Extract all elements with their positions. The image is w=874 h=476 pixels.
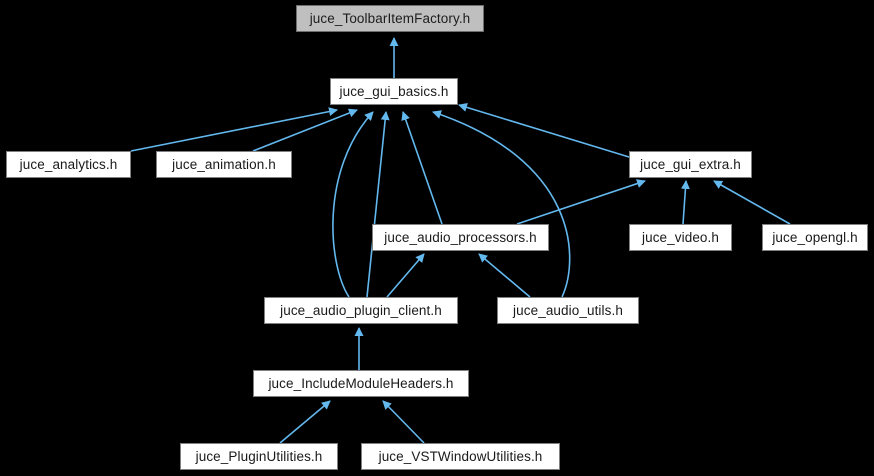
graph-node-gui_extra[interactable]: juce_gui_extra.h <box>629 151 752 178</box>
graph-edge <box>458 103 630 158</box>
graph-edge <box>713 180 791 225</box>
graph-edge <box>130 107 338 152</box>
graph-node-label: juce_analytics.h <box>19 156 118 172</box>
graph-node-gui_basics[interactable]: juce_gui_basics.h <box>330 78 458 105</box>
graph-node-opengl[interactable]: juce_opengl.h <box>762 224 868 251</box>
graph-edge <box>478 253 531 298</box>
graph-node-video[interactable]: juce_video.h <box>629 224 732 251</box>
graph-node-label: juce_opengl.h <box>772 229 858 245</box>
graph-node-analytics[interactable]: juce_analytics.h <box>6 151 131 178</box>
graph-node-audio_proc[interactable]: juce_audio_processors.h <box>372 224 549 251</box>
graph-node-label: juce_PluginUtilities.h <box>195 448 323 464</box>
graph-edge <box>382 400 425 444</box>
graph-edge <box>252 108 358 152</box>
graph-node-label: juce_video.h <box>641 229 719 245</box>
graph-node-label: juce_animation.h <box>172 156 276 172</box>
graph-node-label: juce_audio_processors.h <box>384 229 537 245</box>
graph-edge <box>516 179 646 225</box>
graph-edge <box>279 400 331 444</box>
graph-edge <box>366 111 390 298</box>
graph-node-plugin_utils[interactable]: juce_PluginUtilities.h <box>180 443 338 470</box>
graph-node-audio_utils[interactable]: juce_audio_utils.h <box>497 297 639 324</box>
graph-node-include_mod[interactable]: juce_IncludeModuleHeaders.h <box>253 370 469 397</box>
graph-edge <box>401 111 443 225</box>
graph-node-label: juce_ToolbarItemFactory.h <box>309 10 471 26</box>
graph-node-label: juce_VSTWindowUtilities.h <box>378 448 543 464</box>
graph-node-label: juce_audio_plugin_client.h <box>280 302 442 318</box>
graph-node-label: juce_gui_basics.h <box>339 83 449 99</box>
graph-node-plugin_client[interactable]: juce_audio_plugin_client.h <box>264 297 458 324</box>
graph-node-label: juce_audio_utils.h <box>513 302 623 318</box>
graph-node-label: juce_IncludeModuleHeaders.h <box>268 375 454 391</box>
graph-edge <box>332 111 374 298</box>
graph-node-animation[interactable]: juce_animation.h <box>156 151 292 178</box>
graph-node-toolbar[interactable]: juce_ToolbarItemFactory.h <box>296 5 484 32</box>
graph-edge <box>386 253 425 298</box>
graph-node-vst_win_utils[interactable]: juce_VSTWindowUtilities.h <box>361 443 560 470</box>
graph-node-label: juce_gui_extra.h <box>640 156 741 172</box>
graph-edge <box>432 110 571 298</box>
edge-group <box>130 37 791 444</box>
graph-edge <box>680 180 690 225</box>
